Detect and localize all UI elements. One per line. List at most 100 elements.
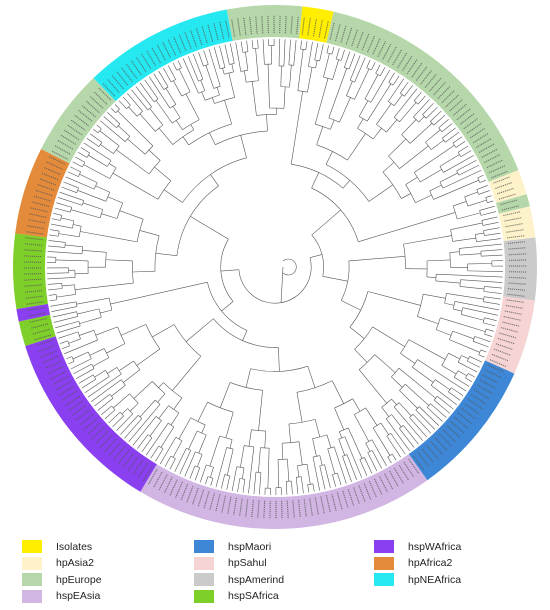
branch — [409, 123, 433, 144]
branch — [47, 277, 76, 280]
branch — [375, 64, 381, 74]
tip-label-glyphs — [125, 63, 138, 79]
tip-label-glyphs — [135, 56, 147, 73]
branch — [132, 416, 157, 446]
branch — [340, 49, 345, 61]
branch — [346, 454, 357, 480]
tip-label-glyphs — [508, 282, 527, 285]
branch — [335, 48, 340, 60]
branch — [475, 232, 484, 235]
branch — [467, 373, 475, 378]
branch — [200, 80, 206, 91]
tip-label-glyphs — [340, 25, 347, 43]
branch — [194, 467, 201, 481]
branch — [342, 180, 350, 189]
tip-label-glyphs — [78, 413, 94, 427]
branch — [128, 106, 138, 117]
branch-arc — [412, 359, 418, 368]
tree-branches — [47, 39, 503, 495]
branch — [393, 406, 423, 441]
branch — [296, 392, 303, 423]
tip-label-glyphs — [26, 306, 45, 311]
tip-label-glyphs — [377, 40, 387, 58]
branch — [205, 476, 209, 485]
branch — [209, 435, 220, 467]
branch-arc — [117, 326, 126, 344]
branch — [370, 69, 391, 103]
branch — [155, 252, 177, 257]
tip-label-glyphs — [43, 166, 61, 175]
branch — [467, 199, 487, 207]
branch-arc — [109, 394, 114, 399]
tip-label-glyphs — [398, 464, 410, 481]
branch — [122, 96, 131, 106]
tip-label-glyphs — [54, 144, 71, 155]
branch — [420, 169, 442, 183]
branch — [332, 59, 339, 80]
branch — [427, 259, 451, 262]
branch — [205, 65, 215, 89]
branch — [224, 44, 230, 65]
branch — [417, 95, 426, 105]
branch — [481, 216, 498, 221]
tip-label-glyphs — [251, 499, 254, 518]
legend-label: hspWAfrica — [408, 540, 462, 553]
branch — [141, 437, 153, 453]
branch — [435, 379, 451, 391]
tip-label-glyphs — [167, 38, 177, 56]
branch — [401, 119, 417, 135]
tip-label-glyphs — [502, 321, 521, 327]
branch — [48, 240, 66, 243]
branch — [280, 65, 282, 87]
branch — [149, 108, 164, 126]
branch — [347, 427, 363, 459]
branch — [172, 62, 177, 71]
tip-label-glyphs — [504, 217, 523, 222]
tip-label-glyphs — [421, 448, 435, 464]
branch — [305, 41, 308, 50]
branch — [193, 54, 204, 80]
branch — [365, 407, 378, 426]
tip-label-glyphs — [356, 30, 364, 49]
branch — [439, 172, 458, 183]
tip-label-glyphs — [215, 494, 221, 513]
branch — [437, 396, 454, 410]
branch — [460, 279, 503, 283]
branch — [452, 330, 475, 340]
tip-label-glyphs — [41, 355, 59, 364]
tip-label-glyphs — [481, 148, 498, 158]
branch — [423, 293, 446, 299]
branch — [484, 286, 503, 289]
branch-arc — [354, 407, 366, 415]
tip-label-glyphs — [24, 289, 43, 293]
branch — [119, 210, 144, 220]
branch — [344, 436, 363, 478]
tip-label-glyphs — [219, 21, 225, 39]
tip-label-glyphs — [454, 416, 469, 430]
tip-label-glyphs — [127, 456, 139, 472]
branch-arc — [167, 422, 175, 428]
tip-label-glyphs — [401, 55, 413, 72]
branch-arc — [425, 141, 432, 150]
branch-arc — [393, 402, 400, 408]
branch — [120, 324, 146, 336]
branch — [74, 282, 134, 290]
branch — [278, 347, 280, 372]
branch-arc — [78, 226, 82, 237]
legend-label: hspMaori — [228, 540, 272, 553]
tip-label-glyphs — [449, 98, 464, 112]
legend-swatch — [194, 540, 214, 553]
branch — [70, 358, 92, 370]
branch — [267, 64, 270, 109]
branch — [454, 377, 470, 387]
branch — [63, 181, 79, 189]
ring-segment-hspamerind — [503, 237, 537, 301]
branch — [456, 159, 477, 172]
branch — [198, 52, 204, 67]
branch — [160, 426, 175, 448]
branch-arc — [444, 293, 447, 304]
tip-label-glyphs — [497, 337, 516, 345]
branch — [399, 145, 429, 169]
tip-label-glyphs — [122, 453, 135, 469]
tip-label-glyphs — [487, 364, 505, 373]
